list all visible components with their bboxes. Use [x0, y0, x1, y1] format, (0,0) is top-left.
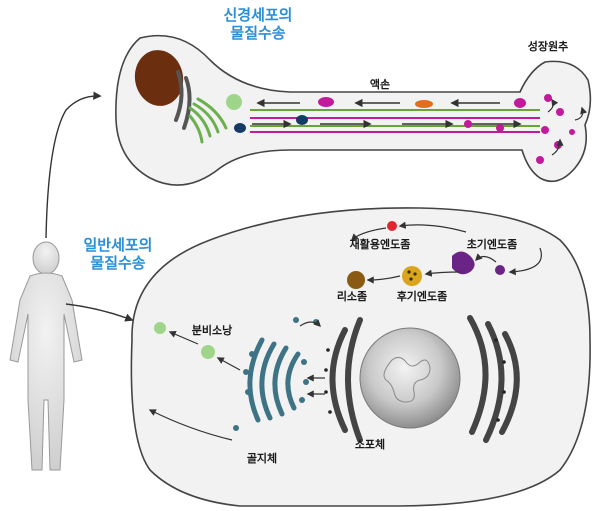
- secretion-arrows: [148, 330, 241, 441]
- recycling-endosome-label: 재활용엔도좀: [350, 237, 411, 251]
- axon-vesicle-navy-2: [296, 115, 308, 125]
- early-endosome: [452, 251, 475, 275]
- axon-vesicle-navy-1: [234, 123, 246, 133]
- recycling-endosome: [387, 221, 397, 231]
- general-title-line1: 일반세포의: [83, 236, 152, 254]
- general-nucleus: [359, 327, 461, 429]
- secretory-vesicle-2: [154, 322, 166, 334]
- lysosome: [347, 271, 365, 289]
- er-label: 소포체: [355, 437, 385, 451]
- neuron-nucleus: [134, 50, 184, 106]
- late-endosome: [402, 266, 422, 286]
- er-golgi-arrows: [299, 319, 325, 398]
- axon-vesicle-orange: [415, 100, 433, 108]
- human-arrows: [45, 91, 134, 322]
- secretory-vesicle-label: 분비소낭: [192, 323, 232, 337]
- growth-cone-label: 성장원추: [528, 39, 568, 53]
- endosome-arrows: [350, 221, 542, 284]
- axon-label: 액손: [370, 78, 390, 91]
- growth-cone-arrows: [547, 98, 588, 156]
- golgi-stacks: [247, 337, 301, 423]
- axon-transport-arrows: [252, 98, 522, 129]
- human-figure: [9, 241, 83, 471]
- secretory-vesicle-1: [201, 345, 215, 359]
- late-endosome-dots: [407, 270, 417, 281]
- neuron-title-line1: 신경세포의: [223, 6, 292, 24]
- axon-microtubules: [250, 109, 540, 133]
- er-ribosomes: [324, 338, 506, 422]
- neuron-golgi: [188, 97, 228, 144]
- axon-vesicle-magenta-3: [464, 120, 472, 128]
- axon-vesicle-green: [226, 94, 242, 110]
- neuron-title-line2: 물질수송: [230, 24, 285, 42]
- early-endosome-small: [495, 265, 505, 275]
- early-endosome-label: 초기엔도좀: [467, 237, 518, 251]
- nucleus-chromatin: [383, 356, 431, 403]
- growth-cone-vesicles: [536, 94, 575, 164]
- late-endosome-label: 후기엔도좀: [397, 289, 448, 303]
- general-title-line2: 물질수송: [90, 254, 145, 272]
- axon-vesicle-magenta-4: [496, 124, 504, 132]
- axon-vesicle-magenta-2: [514, 98, 526, 108]
- general-cell-outline: [130, 207, 591, 507]
- axon-vesicle-magenta-1: [318, 97, 334, 107]
- er-sheets: [329, 315, 520, 443]
- neuron-er: [174, 70, 192, 130]
- golgi-label: 골지체: [247, 451, 277, 465]
- lysosome-label: 리소좀: [337, 289, 367, 303]
